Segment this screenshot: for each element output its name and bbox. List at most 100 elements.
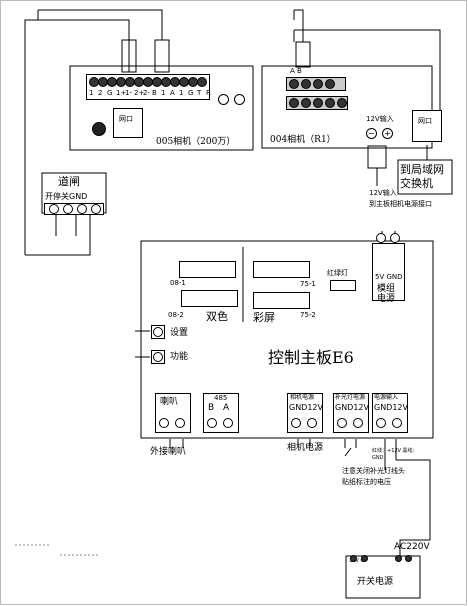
terminal-label: 1 <box>179 89 184 97</box>
red-black-wire-note: 红线：+12V 黑线：GND <box>372 448 418 461</box>
camera-power-header: 相机电源 <box>290 394 315 401</box>
terminal-label: 1 <box>89 89 94 97</box>
terminal-screw <box>291 418 301 428</box>
camera-power-connector: 相机电源 GND12V <box>287 393 323 433</box>
psu-terminal <box>350 555 357 562</box>
switch-label: 到局域网交换机 <box>400 163 444 190</box>
power-note-line2: 到主板相机电源接口 <box>369 200 432 208</box>
camera-004-terminal-lower <box>286 96 348 110</box>
camera-004-terminal-upper <box>286 77 346 91</box>
terminal-label: 2- <box>143 89 150 97</box>
camera-power-terminal-labels: GND12V <box>289 403 323 412</box>
rs485-connector: 485 B A <box>203 393 239 433</box>
fill-light-note: 注意关闭补光灯线头贴纸标注的电压 <box>342 467 405 486</box>
psu-terminal <box>405 555 412 562</box>
psu-terminal <box>361 555 368 562</box>
rs485-label: 485 <box>214 394 228 402</box>
terminal-screw <box>392 418 402 428</box>
camera-005-network-port: 网口 <box>113 108 143 138</box>
terminal-label: G <box>188 89 194 97</box>
header-75-1 <box>253 261 310 278</box>
terminal-screw <box>207 418 217 428</box>
terminal-label: A <box>170 89 175 97</box>
terminal-screw <box>91 204 101 214</box>
camera-004-power-label: 12V输入 <box>366 115 394 123</box>
gate-title: 道闸 <box>58 175 80 188</box>
terminal-label: R <box>206 89 211 97</box>
speaker-label: 喇叭 <box>160 397 179 407</box>
terminal-screw <box>307 418 317 428</box>
fill-light-power-connector: 补光灯电源 GND12V <box>333 393 369 433</box>
camera-005-title: 005相机（200万） <box>156 137 236 147</box>
terminal-label: 1 <box>161 89 166 97</box>
terminal-screw <box>77 204 87 214</box>
terminal-screw <box>63 204 73 214</box>
fill-light-terminal-labels: GND12V <box>335 403 369 412</box>
camera-power-label: 相机电源 <box>287 443 324 453</box>
terminal-screw <box>301 79 311 89</box>
terminal-screw <box>325 79 335 89</box>
terminal-label: 2+ <box>134 89 145 97</box>
button-circle-icon <box>153 352 163 362</box>
rs485-terminal-labels: B A <box>208 403 230 413</box>
terminal-screw <box>301 98 311 108</box>
psu-dc-label: 12V G <box>349 558 365 564</box>
terminal-screw <box>223 418 233 428</box>
button-circle-icon <box>153 327 163 337</box>
header-75-1-label: 75-1 <box>300 280 316 288</box>
terminal-screw <box>376 418 386 428</box>
header-08-2 <box>181 290 238 307</box>
header-08-1 <box>179 261 236 278</box>
terminal-b-label: B <box>297 67 302 75</box>
module-power-pin <box>376 233 386 243</box>
status-led-icon <box>218 94 229 105</box>
module-power-label: 模组电源 <box>377 284 396 304</box>
network-port-label: 网口 <box>119 115 133 123</box>
terminal-a-label: A <box>290 67 295 75</box>
settings-button <box>151 325 165 339</box>
terminal-screw <box>353 418 363 428</box>
terminal-label: 2 <box>98 89 103 97</box>
camera-004-ab-labels: A B <box>290 68 302 75</box>
plus-symbol: + <box>384 129 391 138</box>
header-75-2 <box>253 292 310 309</box>
settings-label: 设置 <box>170 328 189 338</box>
terminal-screw <box>289 79 299 89</box>
fill-light-header: 补光灯电源 <box>335 394 366 401</box>
psu-title: 开关电源 <box>357 577 394 587</box>
power-note-line1: 12V输入 <box>369 189 397 197</box>
power-input-connector: 电源输入 GND12V <box>372 393 408 433</box>
terminal-screw <box>197 77 207 87</box>
module-power-terminals: 5V GND <box>375 273 403 281</box>
header-75-2-label: 75-2 <box>300 311 316 319</box>
camera-004-network-port: 网口 <box>412 110 442 142</box>
terminal-screw <box>289 98 299 108</box>
module-power-pin <box>390 233 400 243</box>
power-plus-icon: + <box>382 128 393 139</box>
power-input-header: 电源输入 <box>374 394 399 401</box>
minus-symbol: − <box>368 129 375 138</box>
speaker-connector: 喇叭 <box>155 393 191 433</box>
terminal-label: 1+ <box>116 89 127 97</box>
power-input-terminal-labels: GND12V <box>374 403 408 412</box>
traffic-light-header <box>330 280 356 291</box>
gate-terminal-labels: 开停关GND <box>45 192 88 201</box>
terminal-label: 1- <box>125 89 132 97</box>
header-08-1-label: 08-1 <box>170 279 186 287</box>
power-minus-icon: − <box>366 128 377 139</box>
terminal-screw <box>313 79 323 89</box>
terminal-screw <box>175 418 185 428</box>
dual-color-label: 双色 <box>206 310 228 323</box>
terminal-screw <box>337 98 347 108</box>
terminal-screw <box>337 418 347 428</box>
status-led-icon <box>234 94 245 105</box>
psu-ac-label: AC220V <box>394 542 430 552</box>
lens-icon <box>92 122 106 136</box>
terminal-screw <box>325 98 335 108</box>
color-screen-label: 彩屏 <box>253 311 275 324</box>
terminal-label: T <box>197 89 202 97</box>
psu-terminal <box>395 555 402 562</box>
header-08-2-label: 08-2 <box>168 311 184 319</box>
